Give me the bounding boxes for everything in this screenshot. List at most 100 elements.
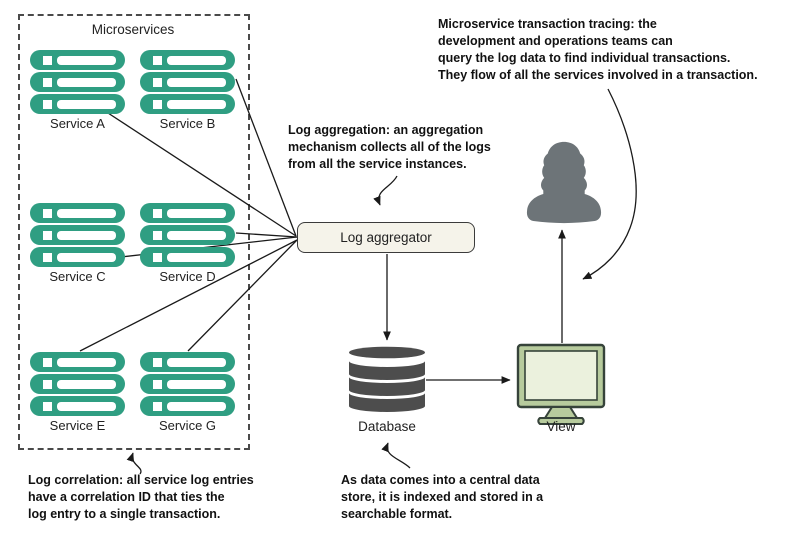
server-bar — [30, 352, 125, 372]
note-log-aggregation: Log aggregation: an aggregation mechanis… — [288, 123, 491, 171]
server-led — [43, 99, 52, 109]
server-bar — [30, 247, 125, 267]
server-bar — [30, 374, 125, 394]
server-stack-icon — [30, 50, 125, 114]
server-led — [153, 77, 162, 87]
connector-service-e-to-aggregator — [79, 239, 298, 352]
server-led — [43, 55, 52, 65]
server-bar — [140, 50, 235, 70]
monitor-screen — [524, 350, 598, 401]
server-bar — [30, 225, 125, 245]
database-cylinder-icon — [349, 346, 425, 412]
server-led — [153, 55, 162, 65]
person-body — [526, 141, 602, 224]
server-bar — [30, 396, 125, 416]
server-stack-icon — [140, 50, 235, 114]
service-a-group: Service A — [30, 50, 125, 131]
connector-service-a-to-aggregator — [107, 112, 297, 237]
leader-aggregation-note — [373, 175, 398, 206]
database-top-lens — [349, 346, 425, 359]
connector-service-g-to-aggregator — [187, 239, 298, 352]
server-slot — [57, 55, 116, 65]
microservices-box-title: Microservices — [91, 22, 175, 37]
server-slot — [57, 379, 116, 389]
server-slot — [57, 357, 116, 367]
leader-indexing-note — [381, 442, 411, 469]
view-label: View — [546, 419, 576, 434]
server-slot — [167, 55, 226, 65]
service-label: Service B — [159, 116, 216, 131]
server-bar — [140, 225, 235, 245]
server-slot — [167, 230, 226, 240]
server-bar — [140, 72, 235, 92]
service-label: Service G — [158, 418, 217, 433]
service-label: Service C — [49, 269, 106, 284]
note-transaction-tracing: Microservice transaction tracing: the de… — [438, 17, 758, 82]
server-slot — [57, 77, 116, 87]
person-silhouette-icon — [526, 141, 602, 224]
service-b-group: Service B — [140, 50, 235, 131]
microservices-boundary-box — [18, 14, 250, 450]
server-slot — [57, 99, 116, 109]
server-led — [43, 252, 52, 262]
server-stack-icon — [140, 352, 235, 416]
server-bar — [140, 374, 235, 394]
note-log-correlation: Log correlation: all service log entries… — [28, 473, 254, 521]
server-slot — [167, 99, 226, 109]
server-bar — [140, 203, 235, 223]
monitor-icon — [516, 343, 606, 425]
server-slot — [57, 230, 116, 240]
service-g-group: Service G — [140, 352, 235, 433]
leader-tracing-note — [582, 88, 637, 280]
server-bar — [140, 94, 235, 114]
server-bar — [140, 247, 235, 267]
log-aggregator-label: Log aggregator — [340, 230, 432, 245]
database-band — [349, 377, 425, 396]
service-label: Service D — [159, 269, 216, 284]
server-led — [153, 99, 162, 109]
server-bar — [30, 50, 125, 70]
leader-correlation-note — [126, 452, 142, 475]
server-stack-icon — [140, 203, 235, 267]
server-led — [153, 357, 162, 367]
server-led — [43, 357, 52, 367]
server-slot — [57, 208, 116, 218]
monitor-stand-base — [537, 417, 585, 425]
service-e-group: Service E — [30, 352, 125, 433]
database-band — [349, 361, 425, 380]
server-slot — [57, 252, 116, 262]
server-bar — [140, 396, 235, 416]
service-c-group: Service C — [30, 203, 125, 284]
server-led — [43, 379, 52, 389]
server-led — [153, 401, 162, 411]
server-led — [153, 208, 162, 218]
service-d-group: Service D — [140, 203, 235, 284]
server-bar — [30, 203, 125, 223]
server-slot — [167, 357, 226, 367]
server-led — [153, 379, 162, 389]
server-bar — [30, 72, 125, 92]
server-slot — [167, 252, 226, 262]
server-led — [43, 77, 52, 87]
monitor-stand-neck — [543, 406, 579, 419]
connector-service-d-to-aggregator — [235, 232, 298, 238]
server-slot — [167, 379, 226, 389]
server-stack-icon — [30, 203, 125, 267]
service-label: Service E — [49, 418, 106, 433]
server-bar — [140, 352, 235, 372]
server-slot — [57, 401, 116, 411]
server-led — [43, 230, 52, 240]
connector-service-b-to-aggregator — [235, 78, 297, 237]
database-label: Database — [358, 419, 416, 434]
server-led — [153, 252, 162, 262]
server-stack-icon — [30, 352, 125, 416]
server-bar — [30, 94, 125, 114]
server-slot — [167, 401, 226, 411]
log-aggregator-box: Log aggregator — [297, 222, 475, 253]
note-data-indexing: As data comes into a central data store,… — [341, 473, 544, 521]
database-band — [349, 393, 425, 412]
server-led — [43, 208, 52, 218]
server-slot — [167, 77, 226, 87]
server-slot — [167, 208, 226, 218]
